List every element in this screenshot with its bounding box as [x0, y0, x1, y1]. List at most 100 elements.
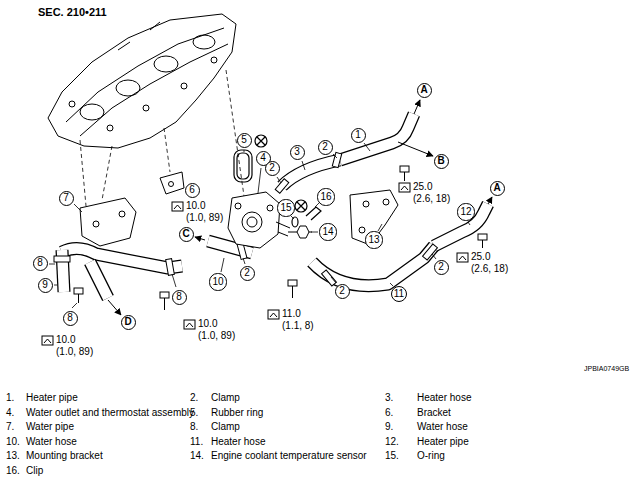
part-name: Heater pipe [417, 436, 469, 448]
clamp [332, 152, 341, 167]
part-name: Heater pipe [26, 392, 78, 404]
number-text: 5 [241, 135, 247, 145]
mounting-bracket [350, 190, 398, 245]
o-ring [292, 217, 298, 227]
callout-number: 2 [318, 140, 333, 155]
leader-line [244, 150, 245, 152]
part-number: 16. [6, 465, 20, 477]
direction-arrow [108, 300, 121, 315]
thermostat-housing [235, 203, 241, 209]
o-ring [292, 217, 298, 227]
water-pipe-bracket [119, 211, 125, 217]
rubber-ring [237, 153, 249, 179]
number-text: 2 [244, 268, 250, 278]
part-number: 3. [385, 392, 393, 404]
callout-number: 8 [63, 311, 78, 326]
clip [306, 207, 321, 220]
number-text: 14 [322, 227, 333, 237]
part-number: 7. [6, 421, 14, 433]
engine-block [118, 22, 160, 50]
part-name: Water hose [26, 436, 77, 448]
clamp [166, 259, 175, 276]
heater-pipe [434, 204, 488, 246]
bolt [292, 286, 293, 298]
leader-line [311, 232, 318, 233]
torque-icon [270, 313, 277, 317]
not-reusable-symbol [297, 202, 305, 210]
callout-number: 9 [38, 278, 53, 293]
bolt [482, 240, 483, 248]
part-name: Engine coolant temperature sensor [211, 450, 367, 462]
leader-line [331, 277, 336, 283]
part-name: Heater hose [417, 392, 471, 404]
part-name: Water outlet and thermostat assembly [26, 407, 194, 419]
heater-hose [282, 160, 340, 186]
engine-block [66, 28, 224, 122]
mounting-bracket [350, 190, 398, 245]
leader-line [333, 154, 337, 158]
direction-arrow [195, 237, 205, 240]
leader-line [302, 161, 305, 170]
leader-line [315, 203, 319, 207]
direction-arrow [108, 100, 492, 315]
callout-number: 7 [59, 191, 74, 206]
number-text: 9 [42, 280, 48, 290]
coolant-sensor [288, 232, 312, 233]
torque-icon [184, 320, 195, 329]
letter-text: C [182, 229, 189, 239]
number-text: 16 [320, 192, 331, 202]
part-number: 12. [385, 436, 399, 448]
part-number: 1. [6, 392, 14, 404]
clamp [54, 256, 70, 262]
callout-number: 2 [434, 260, 449, 275]
leader-line [49, 143, 470, 308]
bolt [74, 166, 487, 310]
number-text: 2 [269, 163, 275, 173]
clamp [423, 244, 438, 260]
reference-letter: D [121, 315, 136, 330]
part-name: Mounting bracket [26, 450, 103, 462]
engine-block [116, 80, 140, 96]
torque-spec: 11.0 (1.1, 8) [282, 308, 322, 332]
number-text: 10 [212, 277, 223, 287]
thermostat-housing [276, 222, 290, 236]
water-pipe [90, 262, 108, 298]
water-pipe [62, 248, 182, 298]
clamp [275, 179, 289, 194]
torque-spec: 10.0 (1.0, 89) [56, 334, 96, 358]
engine-block [80, 104, 104, 120]
number-text: 8 [176, 292, 182, 302]
callout-number: 15 [277, 199, 294, 216]
alignment-line [80, 140, 86, 206]
torque-icon [399, 183, 410, 192]
part-name: Water hose [417, 421, 468, 433]
callout-number: 12 [457, 203, 474, 220]
leader-line [172, 274, 176, 287]
coolant-sensor [288, 226, 312, 238]
bracket [160, 172, 184, 194]
part-name: Clamp [211, 421, 240, 433]
heater-pipe [434, 204, 488, 246]
leader-line [277, 177, 281, 183]
leader-line [291, 216, 294, 219]
water-pipe-bracket [80, 198, 136, 246]
direction-arrow [488, 197, 492, 204]
part-number: 4. [6, 407, 14, 419]
water-pipe-bracket [80, 198, 136, 246]
torque-icon [174, 205, 181, 209]
leader-line [390, 283, 393, 286]
bolt [478, 234, 487, 240]
part-number: 8. [190, 421, 198, 433]
leader-line [378, 224, 382, 231]
part-number: 9. [385, 421, 393, 433]
bolt [164, 298, 165, 310]
part-name: Rubber ring [211, 407, 263, 419]
torque-icon [268, 310, 279, 319]
leader-line [243, 258, 245, 264]
water-pipe [62, 248, 182, 268]
part-number: 11. [190, 436, 203, 448]
clamp [322, 270, 337, 286]
direction-arrow [398, 142, 433, 156]
reference-letter: A [490, 181, 505, 196]
part-name: Bracket [417, 407, 451, 419]
